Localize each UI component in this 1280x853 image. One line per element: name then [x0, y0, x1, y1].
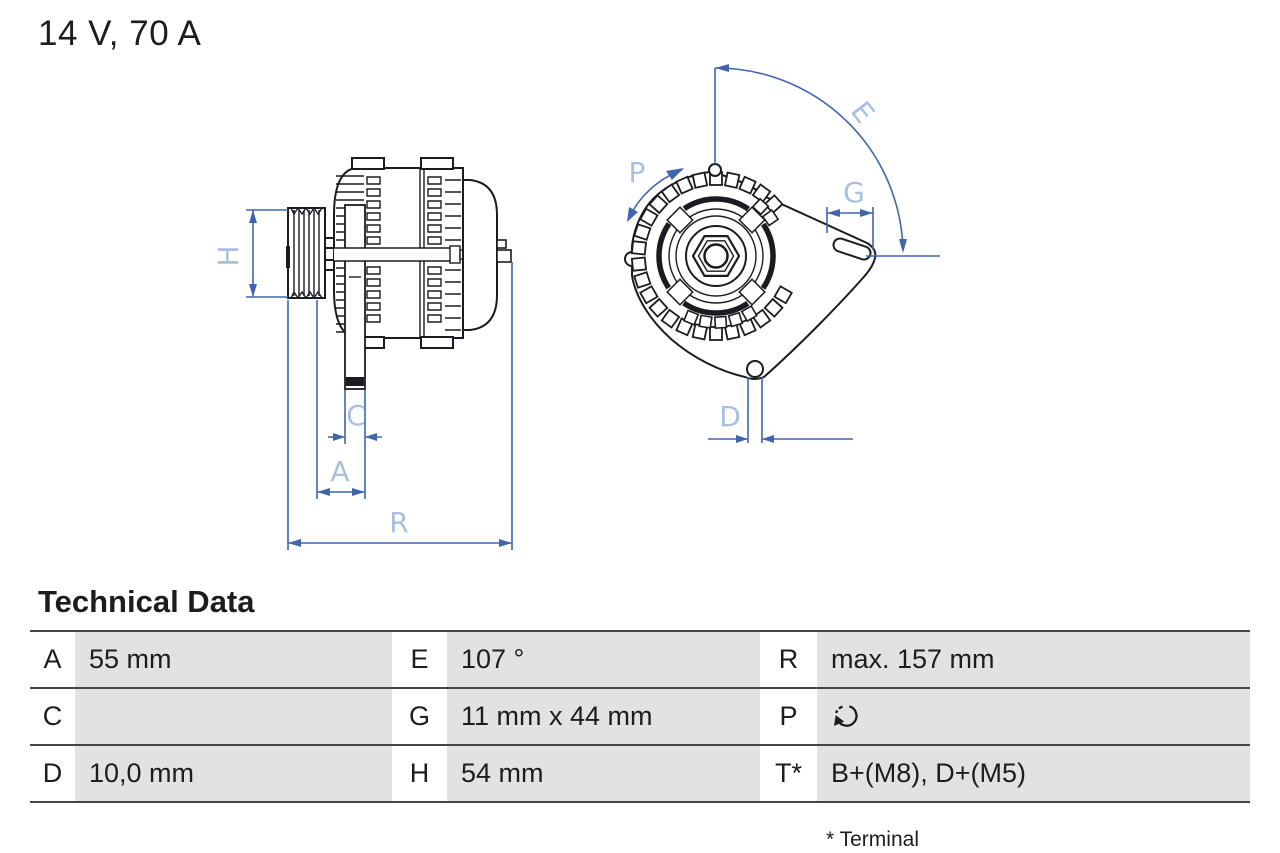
dimension-c: C: [328, 399, 382, 441]
terminal-stud: [496, 239, 512, 263]
dim-label-g: G: [843, 176, 865, 209]
key-cell: R: [760, 632, 817, 687]
dimension-r: R: [288, 506, 512, 547]
page-title: 14 V, 70 A: [38, 14, 202, 53]
key-cell: D: [30, 746, 75, 801]
dimension-d: D: [708, 377, 853, 443]
dimension-g: G: [826, 176, 940, 257]
dim-label-h: H: [212, 245, 245, 266]
value-cell: 54 mm: [447, 746, 760, 801]
key-cell: C: [30, 689, 75, 744]
extension-lines: [287, 262, 513, 550]
dimension-h: H: [212, 209, 288, 298]
dim-label-p: P: [629, 156, 646, 189]
table-row: C G 11 mm x 44 mm P: [30, 687, 1250, 744]
key-cell: P: [760, 689, 817, 744]
value-cell: [75, 689, 392, 744]
technical-data-heading: Technical Data: [38, 584, 255, 619]
bottom-mount-hole: [746, 360, 764, 378]
fan-ring: [656, 196, 776, 316]
bracket-slot: [832, 237, 872, 261]
terminal-footnote: * Terminal: [826, 828, 919, 851]
dim-label-r: R: [389, 506, 408, 539]
pulley: [286, 206, 326, 300]
key-cell: A: [30, 632, 75, 687]
dim-label-c: C: [346, 399, 366, 432]
mounting-lug: [344, 204, 366, 390]
technical-data-table: A 55 mm E 107 ° R max. 157 mm C G 11 mm …: [30, 630, 1250, 803]
value-cell: max. 157 mm: [817, 632, 1250, 687]
dimension-p: P: [627, 156, 684, 222]
dim-label-d: D: [719, 400, 741, 433]
rear-cover: [462, 179, 498, 331]
key-cell: E: [392, 632, 447, 687]
through-bolt: [334, 245, 466, 264]
shaft: [324, 237, 335, 271]
key-cell: T*: [760, 746, 817, 801]
value-cell: 55 mm: [75, 632, 392, 687]
value-cell: B+(M8), D+(M5): [817, 746, 1250, 801]
housing: [333, 157, 464, 349]
table-row: A 55 mm E 107 ° R max. 157 mm: [30, 630, 1250, 687]
dimension-a: A: [317, 455, 365, 496]
alternator-side-view: H C A R: [212, 157, 513, 550]
table-row: D 10,0 mm H 54 mm T* B+(M8), D+(M5): [30, 744, 1250, 801]
alternator-front-view: P E G D: [624, 64, 940, 443]
key-cell: G: [392, 689, 447, 744]
key-cell: H: [392, 746, 447, 801]
technical-drawing: H C A R: [212, 64, 940, 550]
rotation-cw-icon: [834, 705, 858, 727]
dim-label-a: A: [330, 455, 349, 488]
top-mount-hole: [708, 163, 722, 177]
value-cell: 11 mm x 44 mm: [447, 689, 760, 744]
value-cell: 10,0 mm: [75, 746, 392, 801]
value-cell: [817, 689, 1250, 744]
shaft-nut: [691, 235, 741, 277]
value-cell: 107 °: [447, 632, 760, 687]
